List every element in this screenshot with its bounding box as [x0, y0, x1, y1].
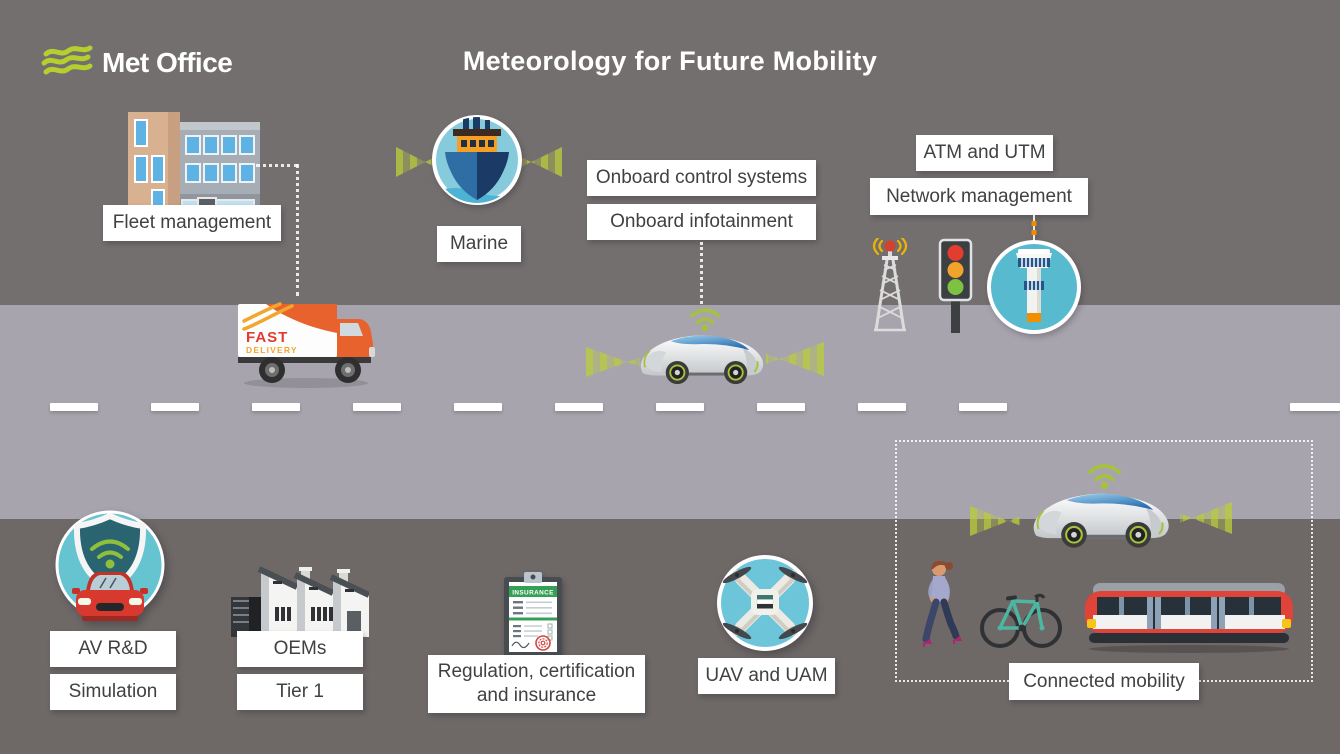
cargo-ship-badge-icon: [432, 115, 522, 205]
atm-utm-label: ATM and UTM: [916, 135, 1053, 171]
lane-marking: [151, 403, 199, 411]
lane-marking: [757, 403, 805, 411]
onboard-control-label: Onboard control systems: [587, 160, 816, 196]
connected-autonomous-car-icon: [1022, 458, 1187, 553]
lane-marking: [454, 403, 502, 411]
insurance-header-text: INSURANCE: [512, 590, 554, 597]
lane-marking: [1290, 403, 1340, 411]
simulation-label: Simulation: [50, 674, 176, 710]
met-office-waves-icon: [41, 45, 93, 75]
marine-label: Marine: [437, 226, 521, 262]
lane-marking: [656, 403, 704, 411]
factory-icon: [231, 566, 369, 637]
lane-marking: [959, 403, 1007, 411]
oems-label: OEMs: [237, 631, 363, 667]
lane-marking: [555, 403, 603, 411]
fleet-connector-vertical: [296, 164, 299, 296]
fleet-management-label: Fleet management: [103, 205, 281, 241]
network-management-label: Network management: [870, 178, 1088, 215]
traffic-light-icon: [938, 238, 973, 333]
train-icon: [1085, 583, 1293, 653]
uav-uam-label: UAV and UAM: [698, 658, 835, 694]
av-shield-car-badge-icon: [55, 510, 165, 621]
insurance-clipboard-icon: INSURANCE: [504, 572, 562, 657]
bicycle-icon: [980, 593, 1062, 648]
connected-mobility-label: Connected mobility: [1009, 663, 1199, 700]
lane-marking: [353, 403, 401, 411]
logo-text: Met Office: [102, 47, 233, 78]
truck-text-fast: FAST: [246, 329, 288, 346]
onboard-connector: [700, 242, 703, 304]
regulation-label-line1: Regulation, certification: [437, 661, 636, 683]
page-title: Meteorology for Future Mobility: [462, 46, 878, 76]
av-rd-label: AV R&D: [50, 631, 176, 667]
autonomous-car-icon: [630, 303, 780, 389]
pedestrian-icon: [922, 560, 962, 647]
tier1-label: Tier 1: [237, 674, 363, 710]
regulation-label: Regulation, certification and insurance: [428, 655, 645, 713]
lane-marking: [50, 403, 98, 411]
control-tower-badge-icon: [987, 215, 1081, 334]
lane-marking: [252, 403, 300, 411]
onboard-infotainment-label: Onboard infotainment: [587, 204, 816, 240]
fleet-connector-horizontal: [256, 164, 298, 167]
lane-marking: [858, 403, 906, 411]
drone-badge-icon: [717, 555, 813, 651]
regulation-label-line2: and insurance: [476, 685, 597, 706]
truck-text-delivery: DELIVERY: [246, 345, 298, 355]
radio-tower-icon: [872, 238, 908, 332]
met-office-logo: Met Office: [40, 44, 233, 82]
delivery-truck-icon: FAST DELIVERY: [238, 302, 375, 388]
